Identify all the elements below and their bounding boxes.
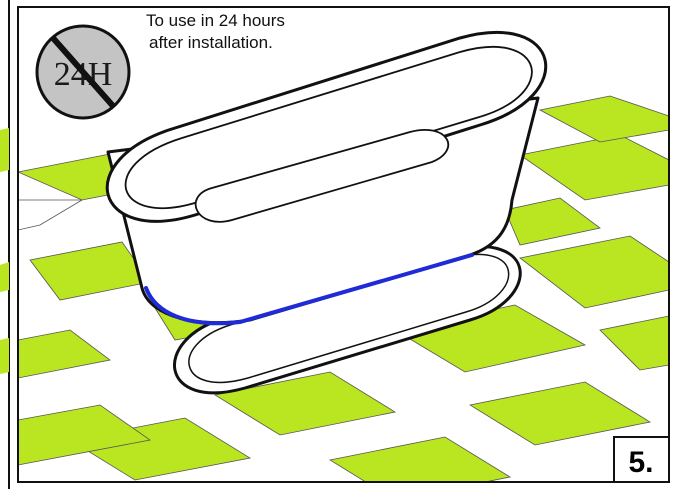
adjacent-panel-edge [0, 0, 12, 489]
sealant-line [144, 253, 474, 326]
step-number: 5. [628, 446, 653, 479]
usage-notice-line-2: after installation. [149, 33, 273, 52]
panel-border [17, 6, 670, 483]
bathtub [105, 31, 548, 326]
usage-notice-line-1: To use in 24 hours [146, 11, 285, 30]
step-number-box: 5. [613, 436, 670, 483]
bathtub-base [173, 244, 522, 395]
checkered-floor [18, 95, 669, 482]
no-24h-icon: 24H [35, 24, 131, 120]
